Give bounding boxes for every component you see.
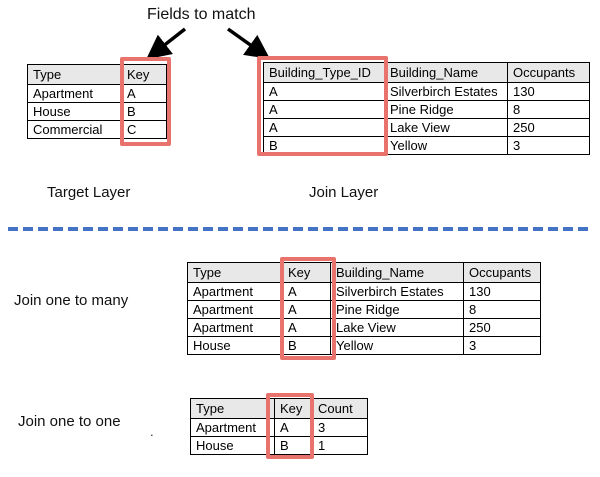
stray-period-mark: . xyxy=(150,424,154,439)
table-cell: House xyxy=(190,436,275,455)
table-cell: Lake View xyxy=(330,318,464,337)
table-cell: 3 xyxy=(312,418,368,437)
target-layer-label: Target Layer xyxy=(47,184,131,201)
table-cell: Yellow xyxy=(330,336,464,355)
table-cell: 8 xyxy=(507,100,590,119)
table-cell: Pine Ridge xyxy=(384,100,508,119)
table-cell: 250 xyxy=(463,318,541,337)
table-cell: 1 xyxy=(312,436,368,455)
table-cell: Yellow xyxy=(384,136,508,155)
table-cell: 3 xyxy=(463,336,541,355)
table-cell: Apartment xyxy=(27,84,122,103)
join-key-column-highlight xyxy=(257,56,388,156)
arrow-to-join-key-icon xyxy=(226,27,271,60)
fields-to-match-caption: Fields to match xyxy=(147,6,256,23)
table-cell: 3 xyxy=(507,136,590,155)
table-cell: Apartment xyxy=(187,282,283,301)
table-cell: Apartment xyxy=(187,300,283,319)
table-cell: Apartment xyxy=(187,318,283,337)
table-cell: 250 xyxy=(507,118,590,137)
one-to-one-key-column-highlight xyxy=(266,393,314,459)
table-cell: House xyxy=(27,102,122,121)
table-cell: 130 xyxy=(463,282,541,301)
table-cell: Commercial xyxy=(27,120,122,139)
dashed-divider xyxy=(8,227,592,231)
column-header: Building_Name xyxy=(384,62,508,83)
column-header: Occupants xyxy=(463,262,541,283)
join-one-to-one-label: Join one to one xyxy=(18,413,121,430)
arrow-to-target-key-icon xyxy=(146,27,187,60)
column-header: Type xyxy=(187,262,283,283)
table-cell: Apartment xyxy=(190,418,275,437)
table-cell: Lake View xyxy=(384,118,508,137)
join-layer-label: Join Layer xyxy=(309,184,379,201)
one-to-many-key-column-highlight xyxy=(280,257,336,360)
join-one-to-many-label: Join one to many xyxy=(14,292,129,309)
column-header: Type xyxy=(27,64,122,85)
column-header: Count xyxy=(312,398,368,419)
table-cell: House xyxy=(187,336,283,355)
column-header: Building_Name xyxy=(330,262,464,283)
table-cell: 8 xyxy=(463,300,541,319)
table-cell: Silverbirch Estates xyxy=(330,282,464,301)
table-cell: Pine Ridge xyxy=(330,300,464,319)
column-header: Building_Type_ID xyxy=(263,62,385,83)
table-cell: Silverbirch Estates xyxy=(384,82,508,101)
column-header: Occupants xyxy=(507,62,590,83)
table-cell: 130 xyxy=(507,82,590,101)
column-header: Type xyxy=(190,398,275,419)
target-key-column-highlight xyxy=(120,57,171,146)
